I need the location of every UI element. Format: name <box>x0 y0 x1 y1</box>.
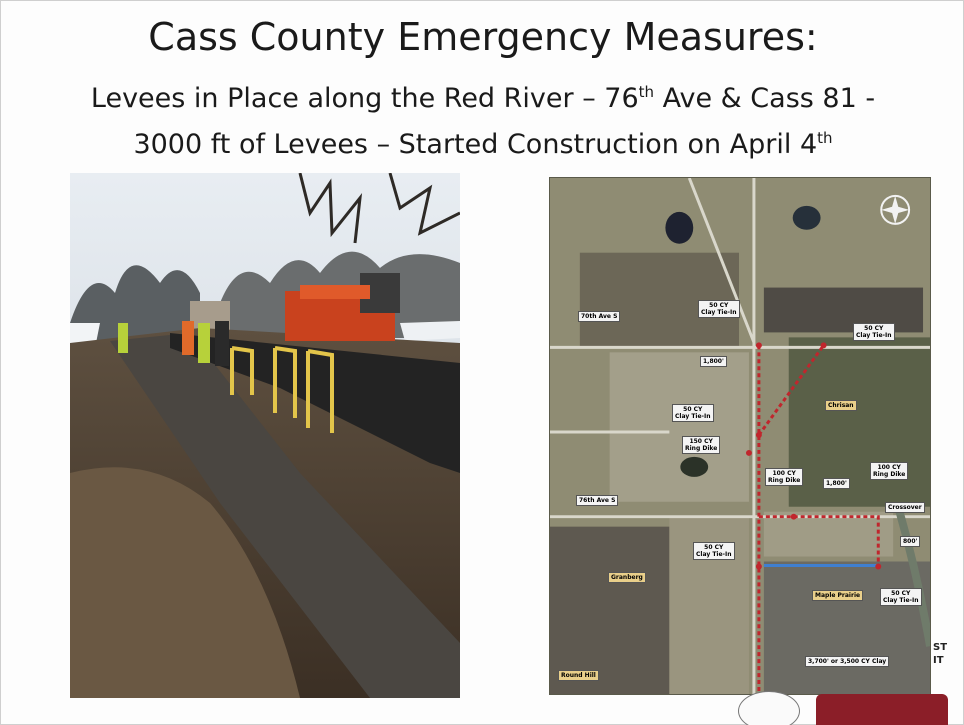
label-chrisan: Chrisan <box>825 400 857 411</box>
label-length-800: 800' <box>900 536 921 547</box>
county-seal-logo <box>738 691 800 725</box>
slide-title: Cass County Emergency Measures: <box>148 15 818 59</box>
label-tie-in-lower: 50 CY Clay Tie-In <box>693 542 735 560</box>
label-clay-total: 3,700' or 3,500 CY Clay <box>805 656 890 667</box>
label-ring-dike-100-right: 100 CY Ring Dike <box>870 462 909 480</box>
label-length-1800-top: 1,800' <box>700 356 727 367</box>
label-ring-dike-150: 150 CY Ring Dike <box>682 436 721 454</box>
label-tie-in-bottom: 50 CY Clay Tie-In <box>880 588 922 606</box>
edge-cut-text: ST IT <box>933 641 947 667</box>
label-round-hill: Round Hill <box>558 670 599 681</box>
edge-text-line-2: IT <box>933 655 944 666</box>
levee-aerial-map: 70th Ave S 76th Ave S 50 CY Clay Tie-In … <box>549 177 931 695</box>
corner-badge <box>816 694 948 725</box>
subtitle-line-2-sup: th <box>817 129 833 147</box>
label-tie-in-mid: 50 CY Clay Tie-In <box>672 404 714 422</box>
label-ring-dike-100-mid: 100 CY Ring Dike <box>765 468 804 486</box>
subtitle-line-1-text-a: Levees in Place along the Red River – 76 <box>90 83 639 114</box>
edge-text-line-1: ST <box>933 642 948 653</box>
label-70th-ave: 70th Ave S <box>578 311 621 322</box>
levee-construction-photo <box>70 173 460 698</box>
label-76th-ave: 76th Ave S <box>576 495 619 506</box>
label-tie-in-top: 50 CY Clay Tie-In <box>698 300 740 318</box>
label-length-1800-mid: 1,800' <box>823 478 850 489</box>
subtitle-line-1-sup: th <box>638 83 655 101</box>
label-maple-prairie: Maple Prairie <box>812 590 864 601</box>
subtitle-line-2: 3000 ft of Levees – Started Construction… <box>1 129 964 160</box>
subtitle-line-1-text-b: Ave & Cass 81 - <box>654 83 876 114</box>
label-tie-in-right: 50 CY Clay Tie-In <box>853 323 895 341</box>
subtitle-line-2-text: 3000 ft of Levees – Started Construction… <box>133 129 818 160</box>
label-granberg: Granberg <box>608 572 646 583</box>
subtitle-line-1: Levees in Place along the Red River – 76… <box>1 83 964 114</box>
label-crossover: Crossover <box>885 502 925 513</box>
